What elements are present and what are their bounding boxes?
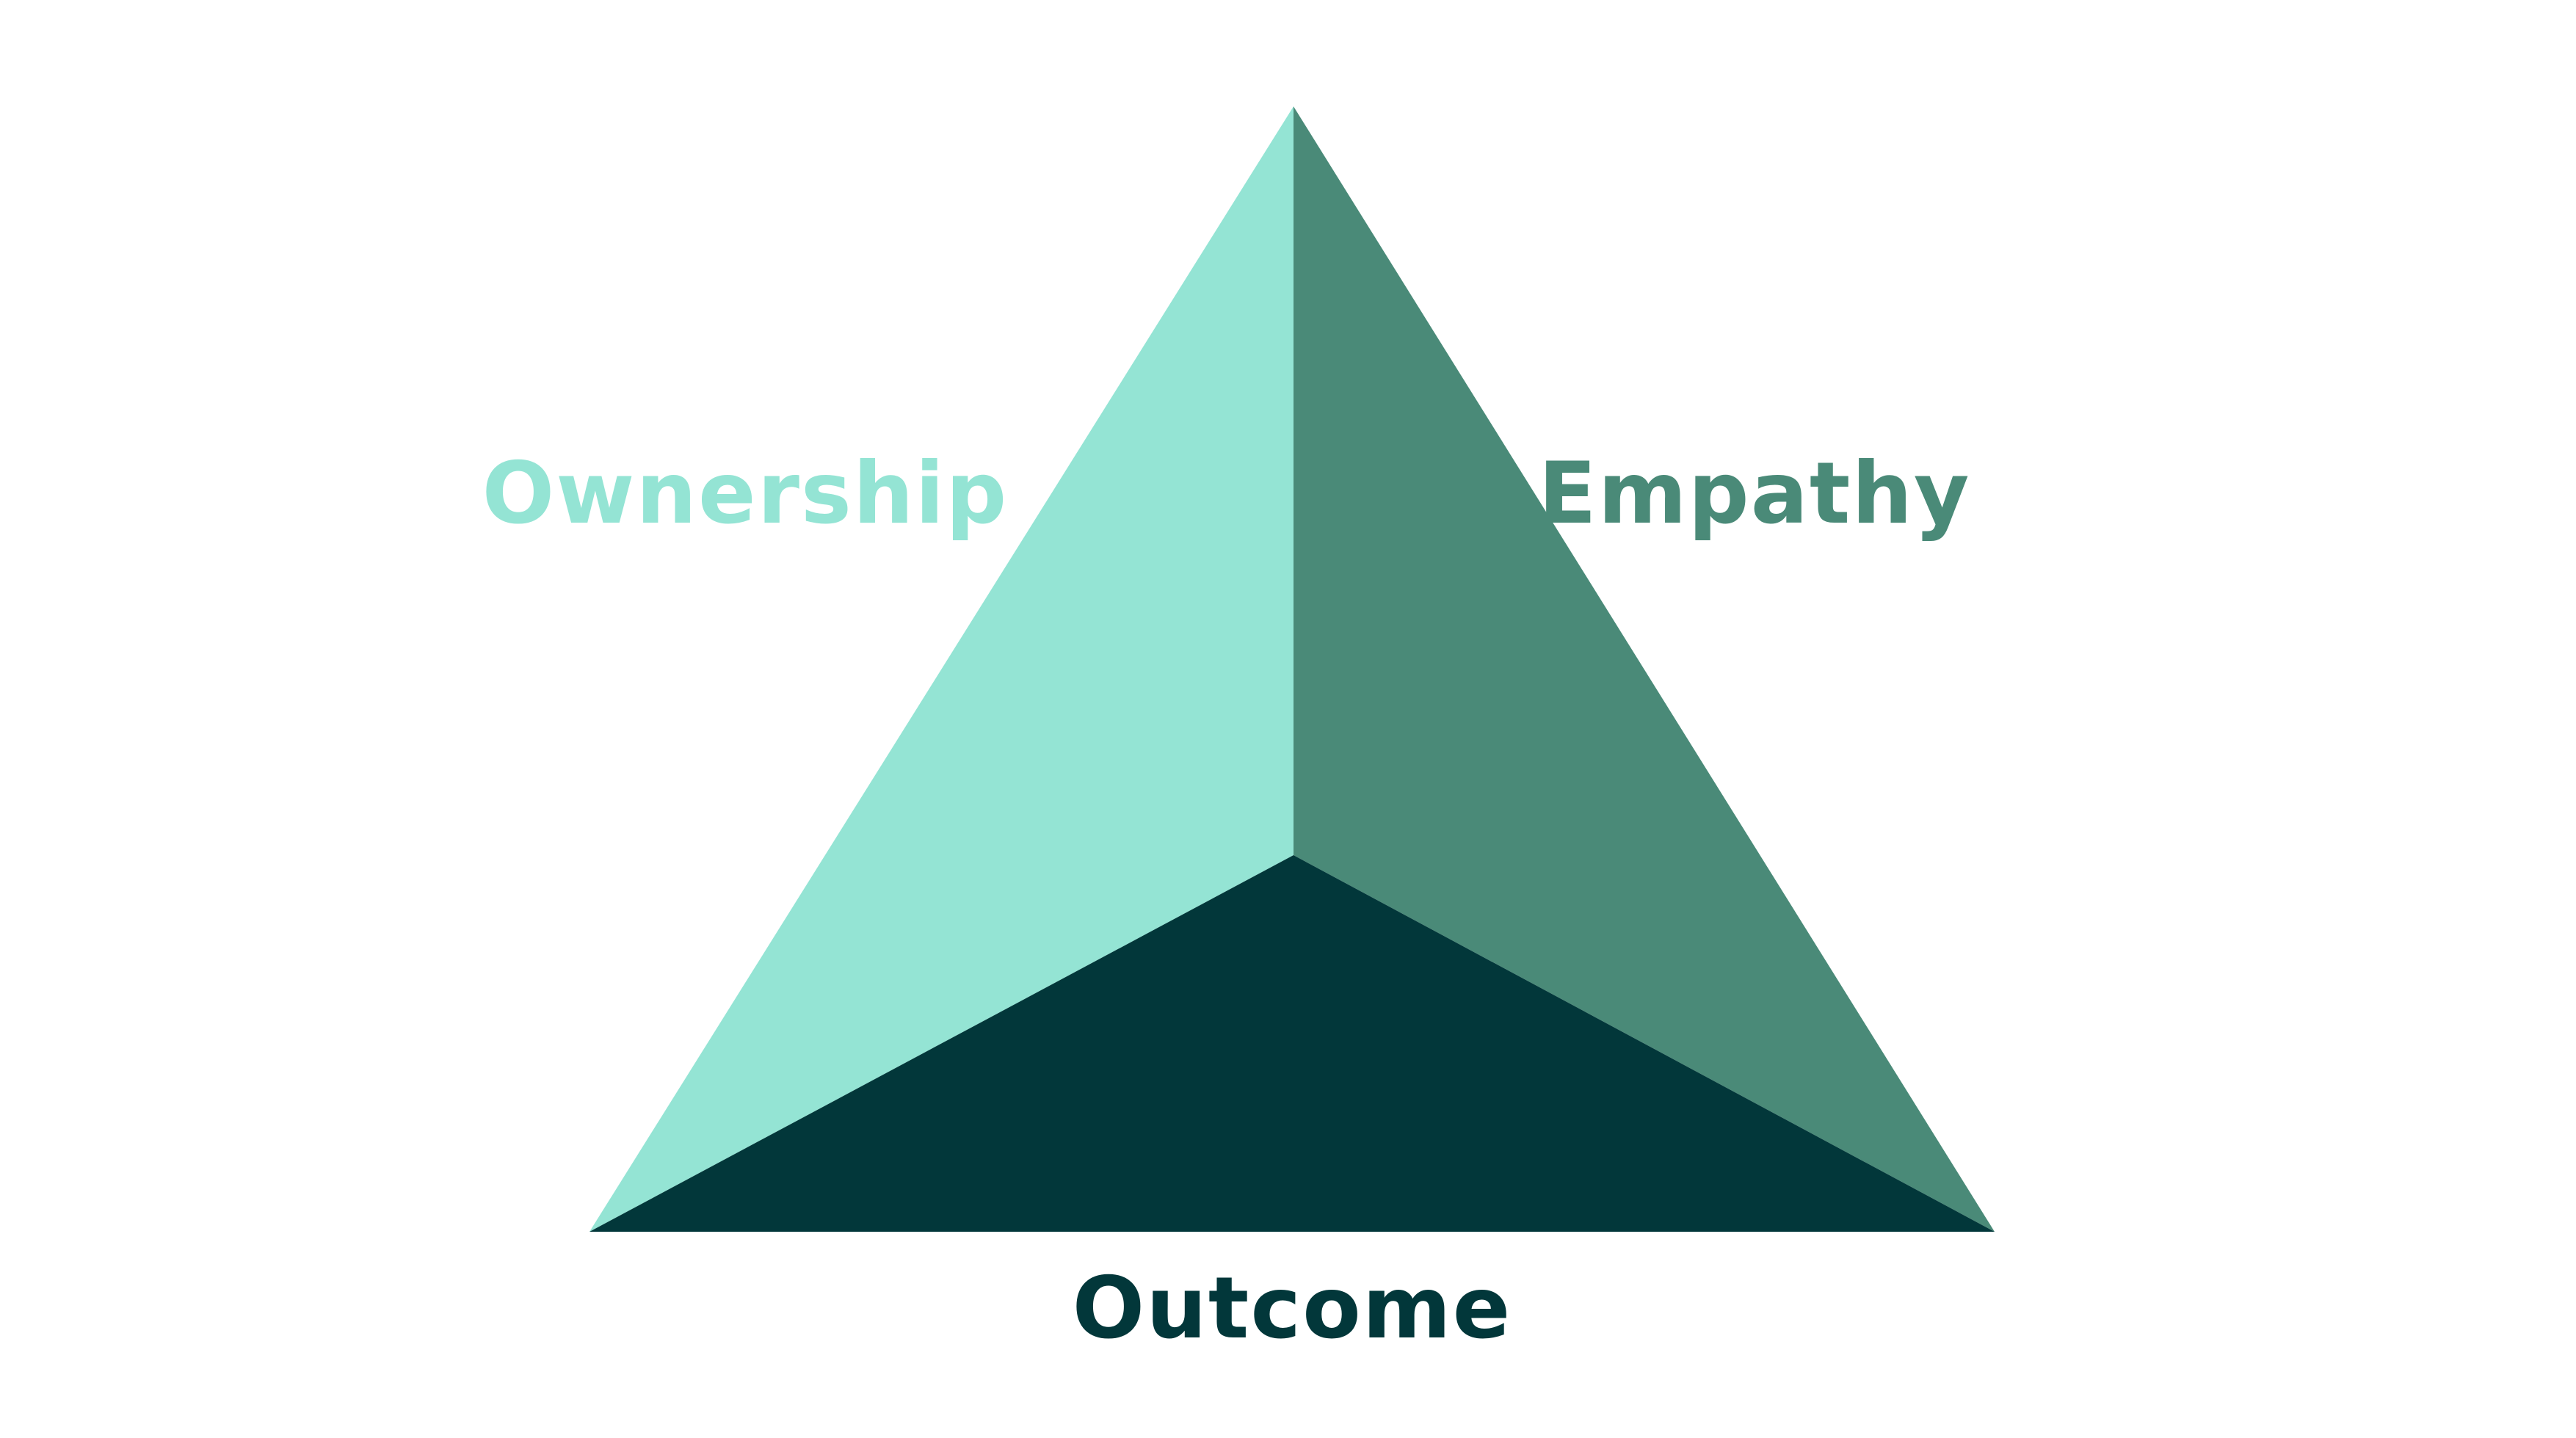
ownership-label: Ownership (482, 444, 1009, 543)
outcome-segment (589, 855, 1995, 1232)
outcome-label: Outcome (1073, 1259, 1512, 1358)
empathy-label: Empathy (1538, 444, 1970, 543)
ownership-segment (589, 106, 1294, 1232)
empathy-segment (1294, 106, 1995, 1232)
